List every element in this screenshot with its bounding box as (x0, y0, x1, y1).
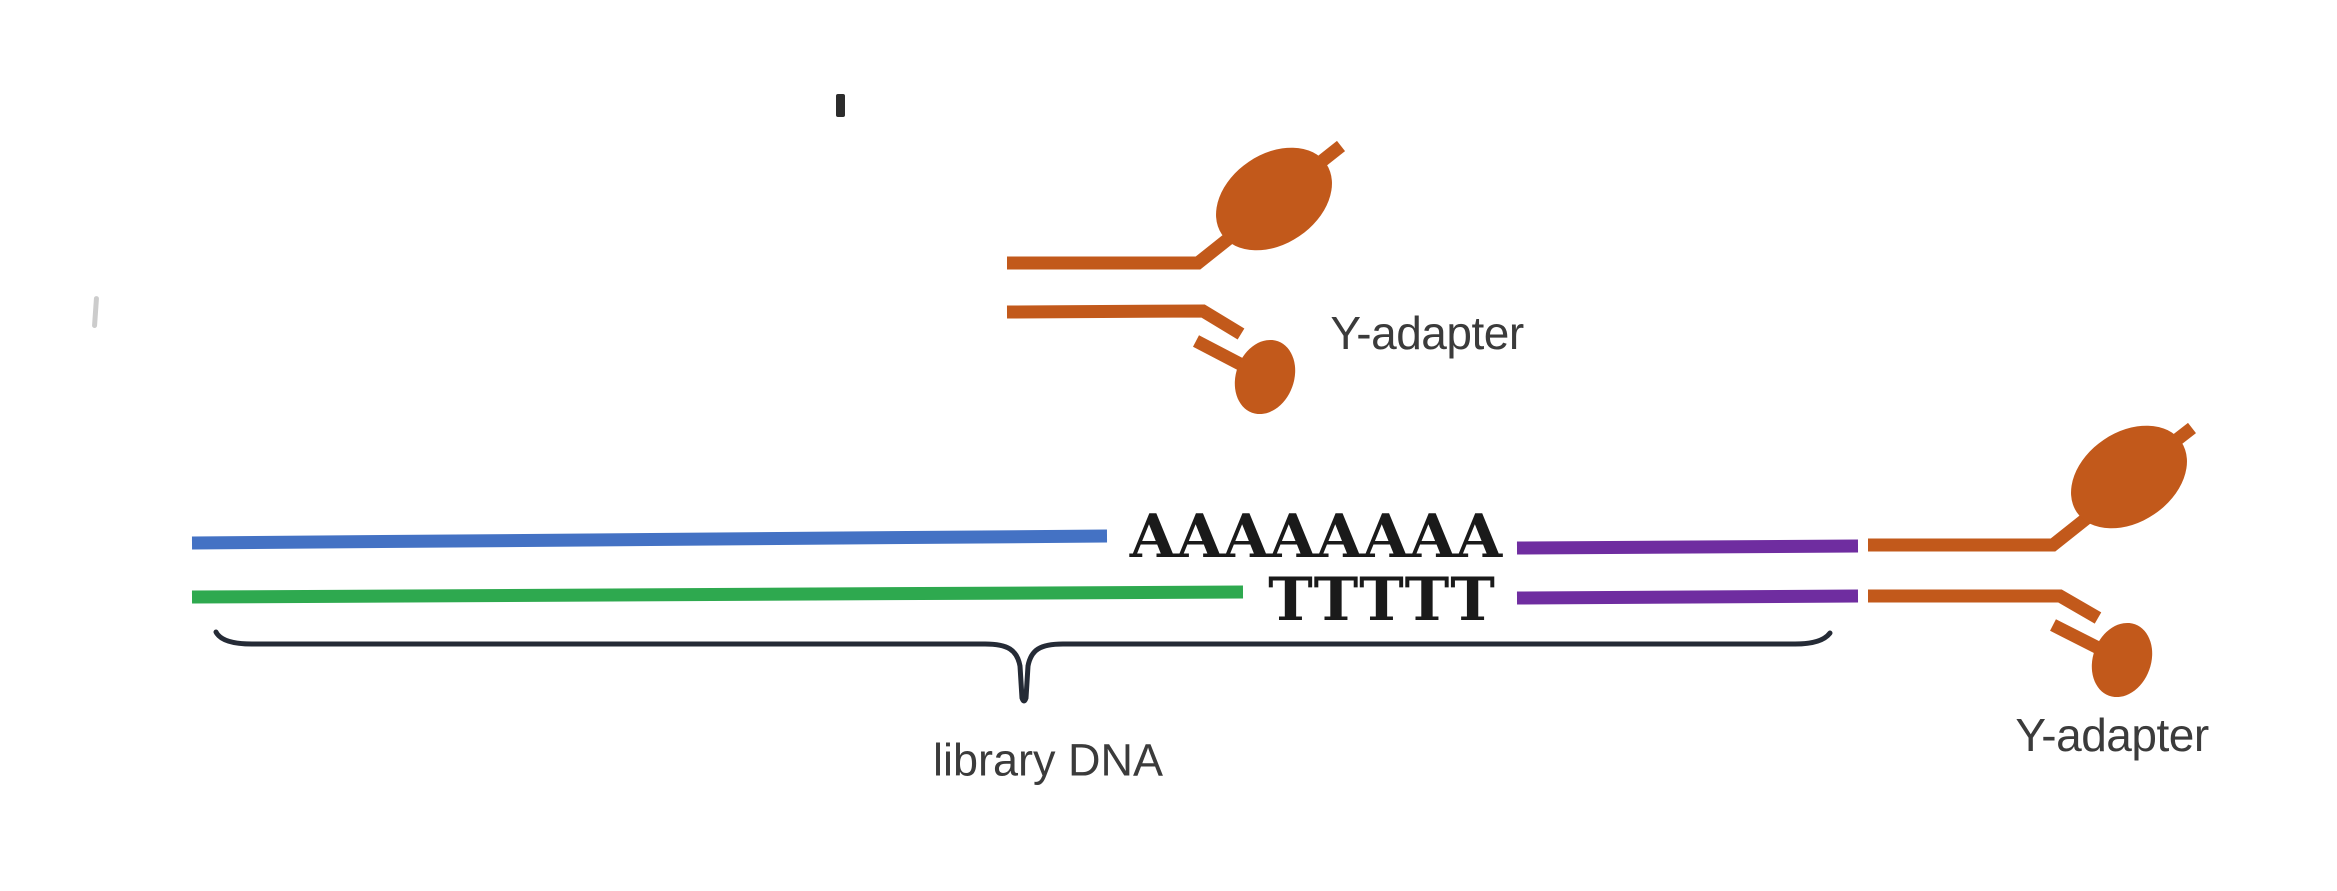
complement-strand-green (191, 585, 1244, 604)
library-dna-label: library DNA (932, 734, 1164, 786)
top-adapter-small-protein (1234, 339, 1296, 415)
adapter-stub-bottom-purple (1516, 589, 1859, 605)
poly-t-sequence-text: TTTTT (1268, 565, 1498, 635)
template-strand-blue (191, 529, 1108, 550)
top-adapter-upper-strand (1007, 218, 1252, 270)
top-adapter-motor-protein (1216, 147, 1332, 251)
top-adapter-lower-strand (1006, 304, 1245, 340)
right-adapter-motor-protein (2071, 425, 2187, 529)
top-y-adapter-illustration (1006, 140, 1346, 415)
right-adapter-lower-strand (1868, 589, 2102, 624)
stray-mark-top (836, 94, 845, 117)
right-y-adapter-label: Y-adapter (2015, 709, 2209, 761)
right-y-adapter-illustration (1868, 422, 2196, 698)
library-dna-strands (191, 529, 1859, 605)
top-y-adapter-label: Y-adapter (1330, 307, 1524, 359)
right-adapter-upper-strand (1868, 500, 2107, 552)
stray-mark-left (92, 296, 99, 329)
adapter-stub-top-purple (1516, 539, 1859, 555)
right-adapter-small-protein (2091, 622, 2153, 698)
library-dna-brace (213, 629, 1833, 704)
poly-a-sequence-text: AAAAAAAA (1129, 502, 1503, 572)
